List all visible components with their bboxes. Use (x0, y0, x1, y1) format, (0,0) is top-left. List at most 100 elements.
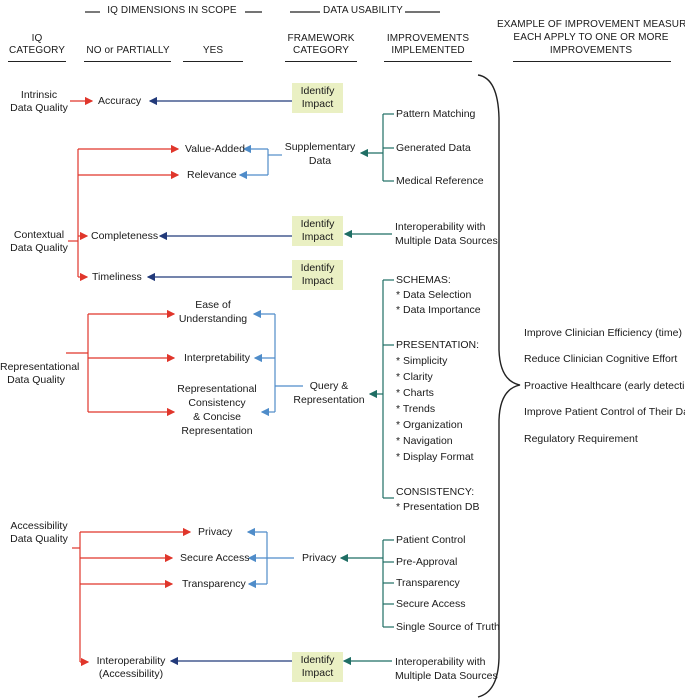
dimension-relevance: Relevance (187, 169, 237, 181)
framework-identify-impact-1: Identify Impact (292, 83, 343, 113)
dimension-transparency: Transparency (182, 578, 246, 590)
dimension-rep-consistency-line3: & Concise (193, 411, 241, 423)
schemas-line3: * Data Importance (396, 304, 481, 316)
improvement-medical-reference: Medical Reference (396, 175, 484, 187)
improvement-interop-line2: Multiple Data Sources (395, 235, 498, 247)
consistency-line2: * Presentation DB (396, 501, 480, 513)
bracket-contextual (68, 144, 180, 282)
header-data-usability: DATA USABILITY (323, 5, 403, 16)
right-brace (477, 74, 521, 698)
schemas-line2: * Data Selection (396, 289, 472, 301)
identify-impact-4-line2: Impact (301, 667, 334, 679)
dimension-value-added: Value-Added (185, 143, 245, 155)
bracket-privacy (246, 527, 294, 589)
measure-proactive-healthcare: Proactive Healthcare (early detection) (524, 380, 685, 392)
presentation-line2: * Simplicity (396, 355, 448, 367)
framework-supplementary-line2: Data (308, 155, 332, 167)
dimension-rep-consistency-line4: Representation (181, 425, 253, 437)
improvement-generated-data: Generated Data (396, 142, 471, 154)
identify-impact-2-line1: Identify (300, 218, 335, 230)
header-example-line3: IMPROVEMENTS (549, 45, 633, 56)
underline-no-or-partially (84, 61, 171, 62)
privacy-item-secure-access: Secure Access (396, 598, 466, 610)
improvement-interop2-line2: Multiple Data Sources (395, 670, 498, 682)
identify-impact-3-line1: Identify (300, 262, 335, 274)
identify-impact-1-line1: Identify (300, 85, 335, 97)
dimension-rep-consistency-line1: Representational (177, 383, 257, 395)
improvement-pattern-matching: Pattern Matching (396, 108, 476, 120)
category-intrinsic-line2: Data Quality (10, 102, 68, 114)
header-framework-line1: FRAMEWORK (287, 33, 355, 44)
improvement-interop-line1: Interoperability with (395, 221, 486, 233)
presentation-line4: * Charts (396, 387, 434, 399)
privacy-item-patient-control: Patient Control (396, 534, 466, 546)
category-contextual-line1: Contextual (13, 229, 65, 241)
header-example-line1: EXAMPLE OF IMPROVEMENT MEASURES (497, 19, 685, 30)
bracket-query (252, 309, 303, 417)
identify-impact-2-line2: Impact (301, 231, 334, 243)
dimension-timeliness: Timeliness (92, 271, 142, 283)
framework-identify-impact-2: Identify Impact (292, 216, 343, 246)
category-intrinsic-line1: Intrinsic (20, 89, 58, 101)
framework-supplementary-line1: Supplementary (284, 141, 356, 153)
dimension-privacy: Privacy (198, 526, 233, 538)
header-no-or-partially: NO or PARTIALLY (86, 45, 170, 56)
framework-query-line1: Query & (309, 380, 349, 392)
dimension-completeness: Completeness (91, 230, 159, 242)
dimension-rep-consistency-line2: Consistency (188, 397, 246, 409)
framework-identify-impact-3: Identify Impact (292, 260, 343, 290)
dimension-interoperability-line2: (Accessibility) (98, 668, 164, 680)
improvement-interop2-line1: Interoperability with (395, 656, 486, 668)
presentation-line1: PRESENTATION: (396, 339, 480, 351)
presentation-line6: * Organization (396, 419, 463, 431)
bracket-improvements-privacy (339, 539, 394, 628)
category-representational-line1: Representational (0, 361, 80, 373)
bracket-representational (66, 309, 176, 417)
header-example-line2: EACH APPLY TO ONE OR MORE (513, 32, 669, 43)
framework-identify-impact-4: Identify Impact (292, 652, 343, 682)
identify-impact-1-line2: Impact (301, 98, 334, 110)
underline-framework (285, 61, 357, 62)
privacy-item-pre-approval: Pre-Approval (396, 556, 458, 568)
presentation-line7: * Navigation (396, 435, 453, 447)
measure-patient-control: Improve Patient Control of Their Data (524, 406, 685, 418)
bracket-improvements-supplementary (359, 113, 394, 182)
presentation-line3: * Clarity (396, 371, 433, 383)
header-improvements-line2: IMPLEMENTED (391, 45, 465, 56)
presentation-line8: * Display Format (396, 451, 474, 463)
category-contextual-line2: Data Quality (10, 242, 68, 254)
dimension-accuracy: Accuracy (98, 95, 142, 107)
header-iq-dimensions: IQ DIMENSIONS IN SCOPE (107, 5, 237, 16)
bracket-improvements-query (368, 279, 394, 499)
identify-impact-3-line2: Impact (301, 275, 334, 287)
measure-clinician-efficiency: Improve Clinician Efficiency (time) (524, 327, 682, 339)
dimension-ease-line2: Understanding (178, 313, 248, 325)
dimension-ease-line1: Ease of (195, 299, 231, 311)
bracket-supplementary (238, 144, 282, 180)
header-improvements-line1: IMPROVEMENTS (386, 33, 470, 44)
category-accessibility-line2: Data Quality (10, 533, 68, 545)
header-framework-line2: CATEGORY (293, 45, 349, 56)
category-accessibility-line1: Accessibility (10, 520, 68, 532)
measure-regulatory: Regulatory Requirement (524, 433, 638, 445)
identify-impact-4-line1: Identify (300, 654, 335, 666)
underline-iq-category (8, 61, 66, 62)
underline-example (513, 61, 671, 62)
measure-cognitive-effort: Reduce Clinician Cognitive Effort (524, 353, 678, 365)
framework-query-line2: Representation (293, 394, 365, 406)
underline-improvements (384, 61, 472, 62)
presentation-line5: * Trends (396, 403, 436, 415)
consistency-line1: CONSISTENCY: (396, 486, 475, 498)
header-yes: YES (202, 45, 224, 56)
category-representational-line2: Data Quality (7, 374, 65, 386)
header-iq-category-line2: CATEGORY (9, 45, 65, 56)
privacy-item-single-source: Single Source of Truth (396, 621, 500, 633)
header-iq-category-line1: IQ (31, 33, 43, 44)
framework-privacy: Privacy (302, 552, 337, 564)
bracket-accessibility (72, 527, 192, 667)
dimension-interoperability-line1: Interoperability (96, 655, 166, 667)
underline-yes (183, 61, 243, 62)
privacy-item-transparency: Transparency (396, 577, 460, 589)
dimension-interpretability: Interpretability (184, 352, 250, 364)
